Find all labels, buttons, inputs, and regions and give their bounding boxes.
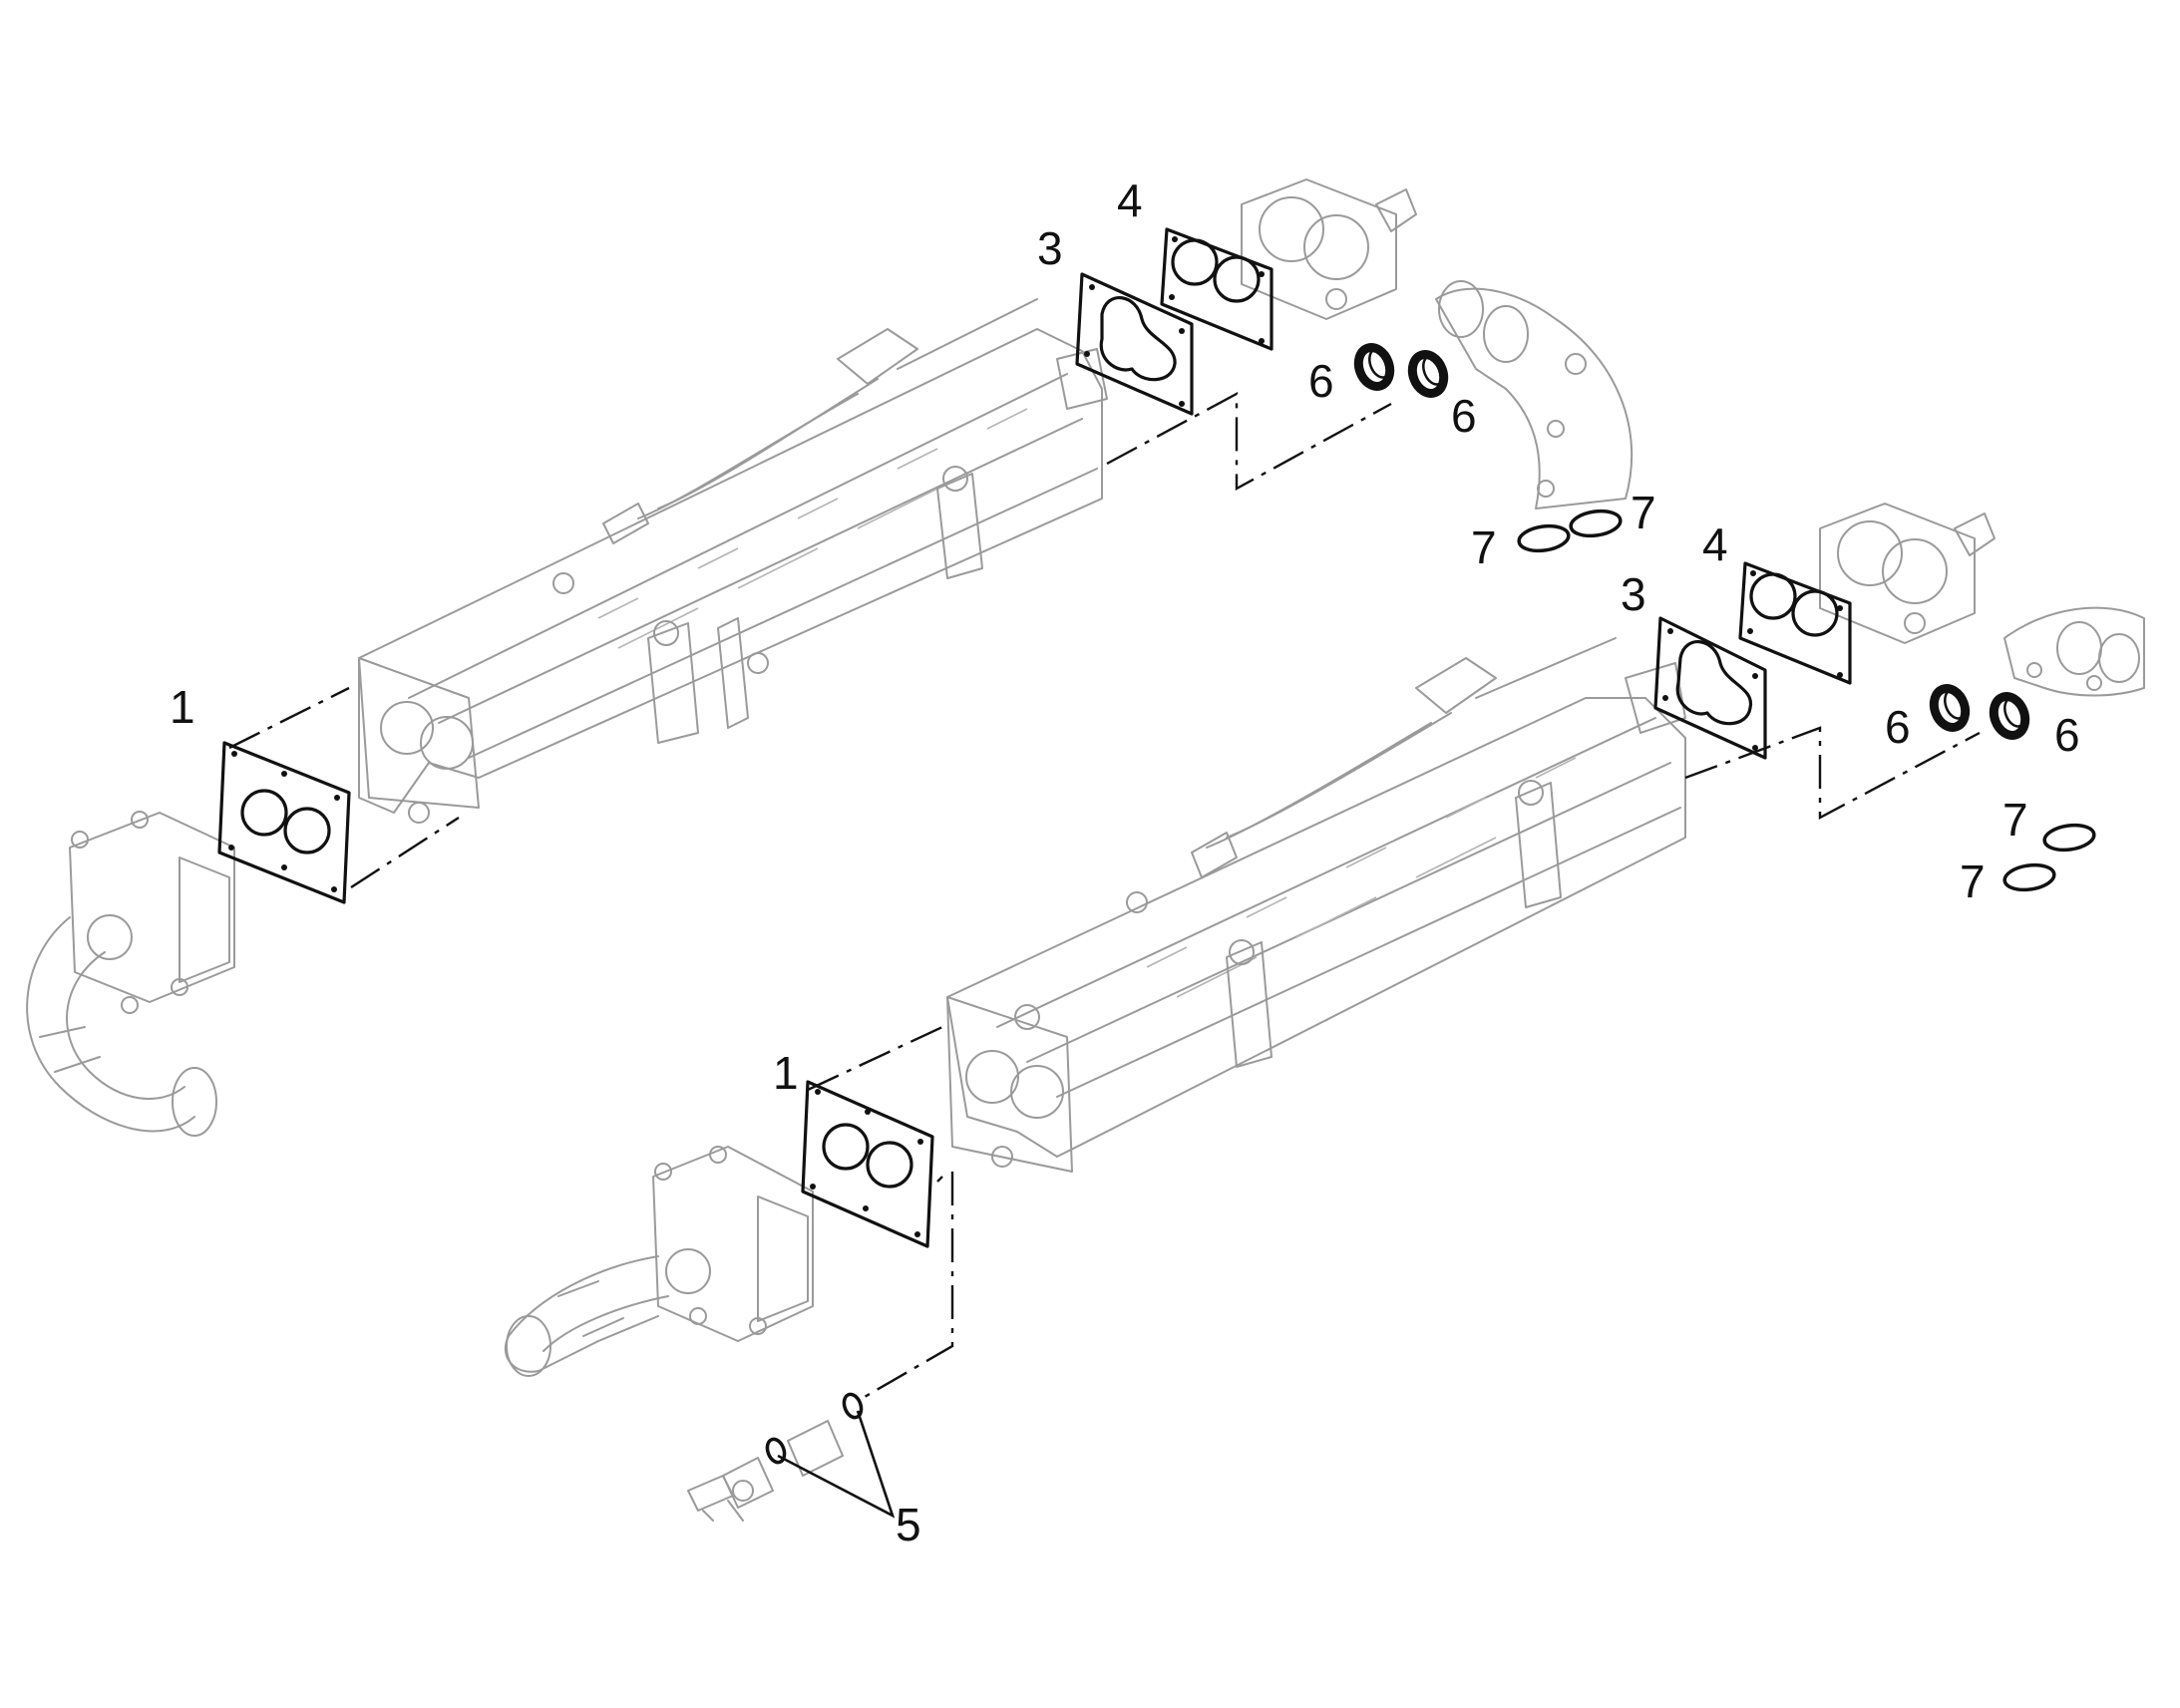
o-ring-part-7-d <box>2002 862 2056 892</box>
gasket-part-1-upper <box>217 741 351 904</box>
upper-cooler-assembly <box>358 298 1108 824</box>
callout-7-c: 7 <box>2002 794 2028 846</box>
callouts: 1 1 3 3 4 4 5 6 6 6 6 7 7 7 7 <box>170 174 2080 1550</box>
seal-ring-part-6-a <box>1353 343 1395 391</box>
callout-6-c: 6 <box>1885 701 1911 753</box>
callout-6-b: 6 <box>1451 390 1477 442</box>
callout-6-d: 6 <box>2054 709 2080 761</box>
callout-7-d: 7 <box>1960 855 1986 907</box>
gasket-part-3-upper <box>1075 272 1194 416</box>
o-ring-part-7-a <box>1517 523 1571 553</box>
o-ring-part-7-b <box>1569 509 1623 538</box>
o-ring-part-5-b <box>765 1437 787 1465</box>
callout-4-upper: 4 <box>1117 174 1143 226</box>
upper-right-valve-housing <box>1241 178 1417 320</box>
callout-1-lower: 1 <box>773 1047 799 1099</box>
callout-1-upper-left: 1 <box>170 681 195 733</box>
gasket-part-4-lower <box>1738 561 1852 685</box>
gasket-part-4-upper <box>1160 227 1273 351</box>
callout-3-lower: 3 <box>1621 568 1646 620</box>
callout-6-a: 6 <box>1308 355 1334 407</box>
o-ring-part-5-a <box>842 1392 864 1420</box>
lower-cooler-assembly <box>946 637 1686 1173</box>
callout-5: 5 <box>896 1499 921 1550</box>
callout-7-b: 7 <box>1631 487 1656 538</box>
seal-ring-part-6-c <box>1929 684 1971 732</box>
callout-4-lower: 4 <box>1702 518 1728 570</box>
callout-7-a: 7 <box>1471 521 1497 573</box>
assembly-lines <box>228 391 1981 1519</box>
o-ring-part-7-c <box>2042 823 2096 853</box>
upper-left-exhaust-elbow <box>26 811 235 1137</box>
gasket-part-1-lower <box>801 1080 934 1248</box>
lower-right-pipe-elbow <box>2003 606 2145 697</box>
gasket-part-3-lower <box>1653 616 1767 760</box>
upper-right-pipe-elbow <box>1435 280 1634 510</box>
seal-ring-part-6-b <box>1407 350 1449 398</box>
lower-left-exhaust-elbow <box>504 1146 814 1377</box>
drain-valve <box>687 1420 844 1522</box>
lower-right-valve-housing <box>1819 503 1996 644</box>
seal-ring-part-6-d <box>1989 692 2030 740</box>
callout-3-upper: 3 <box>1037 222 1063 274</box>
